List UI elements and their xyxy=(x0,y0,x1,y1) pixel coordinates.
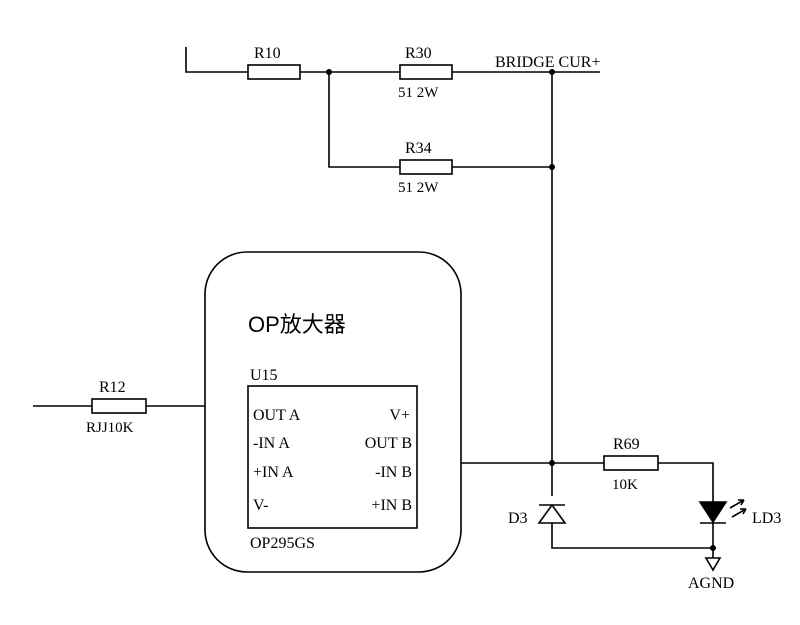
r12-value: RJJ10K xyxy=(86,420,134,436)
r34-label: R34 xyxy=(405,140,432,157)
resistor-r10 xyxy=(247,64,301,80)
bridge-cur-label: BRIDGE CUR+ xyxy=(495,54,600,71)
junction-dot xyxy=(710,545,716,551)
u15-ic-body xyxy=(247,385,418,529)
r34-value: 51 2W xyxy=(398,180,439,196)
op-amp-block xyxy=(204,251,462,573)
led-light-arrow xyxy=(731,508,747,518)
r69-value: 10K xyxy=(612,477,638,493)
agnd-label: AGND xyxy=(688,575,734,592)
ic-pin-left-1: OUT A xyxy=(253,407,301,424)
led-ld3 xyxy=(698,501,728,524)
r10-label: R10 xyxy=(254,45,281,62)
top-input-wire xyxy=(185,47,248,73)
op-amp-title: OP放大器 xyxy=(248,312,346,337)
r12-label: R12 xyxy=(99,379,126,396)
ic-pin-right-2: OUT B xyxy=(365,435,412,452)
d3-bottom-wire xyxy=(551,523,713,549)
resistor-r30 xyxy=(399,64,453,80)
resistor-r12 xyxy=(91,398,147,414)
agnd-symbol xyxy=(704,557,722,572)
d3-label: D3 xyxy=(508,510,528,527)
resistor-r69 xyxy=(603,455,659,471)
led-light-arrow xyxy=(729,499,745,509)
ic-pin-right-4: +IN B xyxy=(371,497,412,514)
ic-pin-right-1: V+ xyxy=(389,407,410,424)
junction-dot xyxy=(549,460,555,466)
r30-label: R30 xyxy=(405,45,432,62)
r30-value: 51 2W xyxy=(398,85,439,101)
r69-to-led-wire xyxy=(658,462,714,502)
ic-part-label: OP295GS xyxy=(250,535,315,552)
ic-pin-left-2: -IN A xyxy=(253,435,290,452)
ic-pin-left-4: V- xyxy=(253,497,268,514)
r69-label: R69 xyxy=(613,436,640,453)
ld3-label: LD3 xyxy=(752,510,781,527)
diode-d3 xyxy=(537,503,567,524)
u15-label: U15 xyxy=(250,367,278,384)
resistor-r34 xyxy=(399,159,453,175)
ic-pin-left-3: +IN A xyxy=(253,464,294,481)
ic-pin-right-3: -IN B xyxy=(375,464,412,481)
r34-branch-wire xyxy=(328,72,400,168)
